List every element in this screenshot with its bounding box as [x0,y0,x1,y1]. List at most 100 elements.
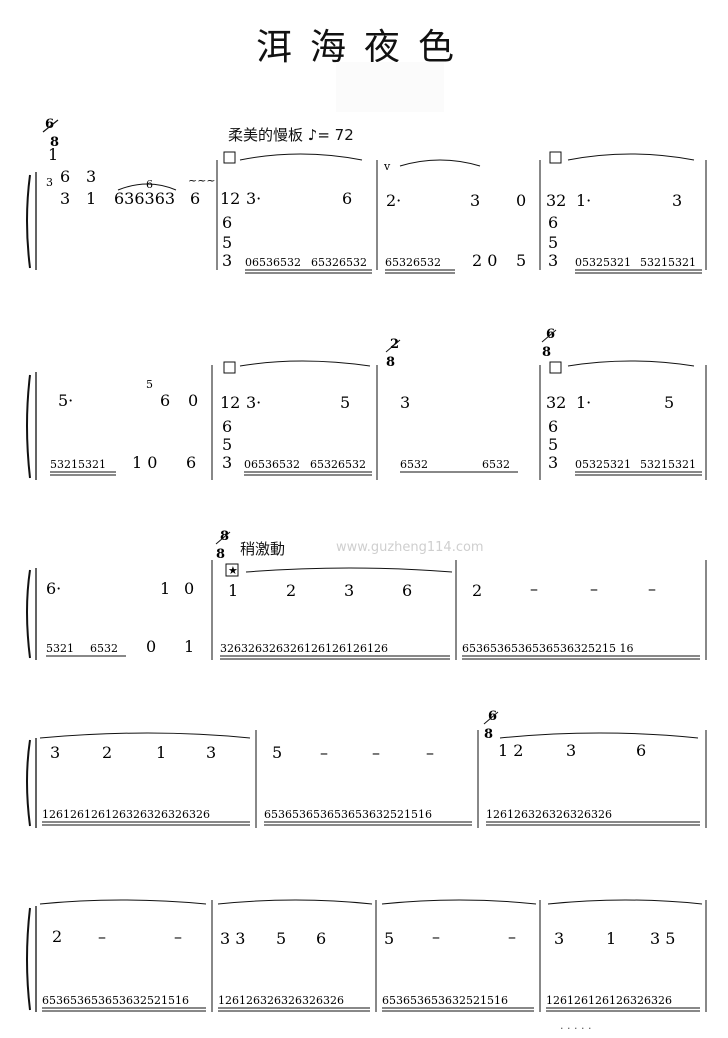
svg-text:1: 1 [228,581,238,600]
svg-text:3: 3 [672,191,682,210]
svg-text:126126326326326326: 126126326326326326 [218,994,344,1007]
svg-text:6: 6 [316,929,326,948]
svg-text:126126326326326326: 126126326326326326 [486,808,612,821]
svg-text:5321: 5321 [46,642,74,655]
svg-text:0: 0 [146,637,156,656]
svg-text:53215321: 53215321 [640,458,696,471]
system-brace [26,739,31,827]
svg-text:–: – [372,743,380,762]
svg-text:5: 5 [548,435,558,454]
svg-text:65326532: 65326532 [385,256,441,269]
system-brace [26,374,31,479]
svg-text:6: 6 [190,189,200,208]
svg-text:1: 1 [160,579,170,598]
svg-text:2: 2 [102,743,112,762]
svg-text:1·: 1· [576,393,591,412]
svg-text:1: 1 [606,929,616,948]
time-signature: 6 [45,117,54,132]
svg-text:5: 5 [384,929,394,948]
svg-text:6: 6 [60,167,70,186]
svg-text:~~~: ~~~ [188,174,216,187]
svg-text:6: 6 [548,213,558,232]
svg-text:326326326326126126126126: 326326326326126126126126 [220,642,388,655]
svg-text:6: 6 [402,581,412,600]
svg-text:3·: 3· [246,393,261,412]
svg-text:653653653653632521516: 653653653653632521516 [42,994,189,1007]
svg-text:3: 3 [60,189,70,208]
svg-text:3: 3 [566,741,576,760]
svg-text:6: 6 [146,178,153,191]
svg-text:3: 3 [206,743,216,762]
system-brace [26,174,31,269]
svg-text:3: 3 [222,453,232,472]
svg-text:–: – [98,927,106,946]
svg-text:–: – [590,579,598,598]
svg-text:5·: 5· [58,391,73,410]
svg-text:3 3: 3 3 [220,929,245,948]
svg-text:12: 12 [220,189,240,208]
svg-text:6532: 6532 [482,458,510,471]
svg-text:–: – [320,743,328,762]
svg-text:3: 3 [470,191,480,210]
svg-text:6536536536536536325215 16: 6536536536536536325215 16 [462,642,633,655]
svg-text:1 0: 1 0 [132,453,157,472]
svg-text:3: 3 [400,393,410,412]
svg-text:–: – [426,743,434,762]
svg-text:32: 32 [546,191,566,210]
svg-text:05325321: 05325321 [575,458,631,471]
svg-text:3·: 3· [246,189,261,208]
svg-text:5: 5 [276,929,286,948]
svg-text:3: 3 [344,581,354,600]
svg-text:–: – [508,927,516,946]
svg-text:–: – [530,579,538,598]
svg-text:5: 5 [222,435,232,454]
system-brace [26,907,31,1011]
svg-text:3: 3 [554,929,564,948]
svg-text:06536532: 06536532 [244,458,300,471]
watermark: www.guzheng114.com [336,540,484,555]
svg-text:636363: 636363 [114,189,175,208]
svg-text:65326532: 65326532 [311,256,367,269]
svg-text:53215321: 53215321 [640,256,696,269]
svg-text:6532: 6532 [400,458,428,471]
svg-text:653653653653653632521516: 653653653653653632521516 [264,808,432,821]
svg-text:1: 1 [184,637,194,656]
svg-text:5: 5 [664,393,674,412]
svg-text:3: 3 [46,176,53,189]
svg-text:6: 6 [186,453,196,472]
svg-text:5: 5 [222,233,232,252]
svg-text:06536532: 06536532 [245,256,301,269]
tempo-marking: 柔美的慢板 ♪= 72 [228,126,354,144]
svg-text:1 2: 1 2 [498,741,523,760]
svg-text:5: 5 [516,251,526,270]
svg-text:6: 6 [342,189,352,208]
svg-text:6: 6 [636,741,646,760]
svg-text:05325321: 05325321 [575,256,631,269]
svg-text:53215321: 53215321 [50,458,106,471]
svg-text:65326532: 65326532 [310,458,366,471]
svg-text:8: 8 [386,355,395,370]
svg-text:5: 5 [272,743,282,762]
svg-text:653653653632521516: 653653653632521516 [382,994,508,1007]
system-brace [26,569,31,659]
section-marking: 稍激動 [240,540,286,558]
svg-text:3: 3 [548,453,558,472]
svg-text:0: 0 [516,191,526,210]
title-blank-box [336,62,444,112]
svg-text:1: 1 [86,189,96,208]
svg-text:–: – [174,927,182,946]
svg-text:8: 8 [542,345,551,360]
svg-text:3 5: 3 5 [650,929,675,948]
svg-text:★: ★ [228,564,238,577]
svg-text:2: 2 [52,927,62,946]
svg-text:126126126126326326: 126126126126326326 [546,994,672,1007]
svg-text:3: 3 [86,167,96,186]
svg-text:1·: 1· [576,191,591,210]
svg-text:5: 5 [146,378,153,391]
svg-text:3: 3 [548,251,558,270]
svg-text:3: 3 [222,251,232,270]
svg-text:3: 3 [50,743,60,762]
